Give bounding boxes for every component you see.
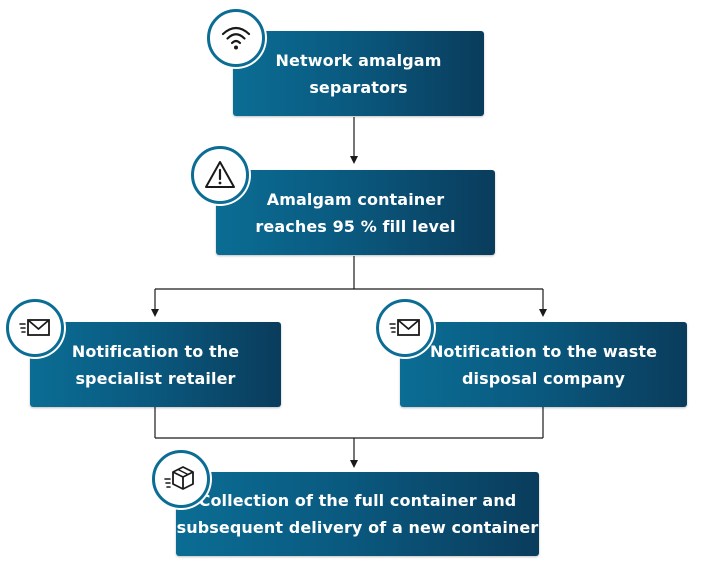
email-send-icon	[19, 319, 50, 336]
warning-triangle-icon	[205, 161, 235, 188]
badge-collection	[152, 450, 210, 508]
wifi-icon	[221, 26, 251, 50]
node-notify-waste-disposal: Notification to the waste disposal compa…	[400, 322, 687, 407]
email-send-icon	[389, 319, 420, 336]
node-retailer-label: Notification to the specialist retailer	[71, 341, 240, 388]
node-collection-delivery: Collection of the full container and sub…	[176, 472, 539, 556]
package-delivery-icon	[164, 466, 194, 490]
node-network-amalgam-separators: Network amalgam separators	[233, 31, 484, 116]
node-notify-retailer: Notification to the specialist retailer	[30, 322, 281, 407]
badge-waste	[376, 299, 434, 357]
node-collection-label: Collection of the full container and sub…	[176, 491, 539, 537]
node-fill-level: Amalgam container reaches 95 % fill leve…	[216, 170, 495, 255]
badge-retailer	[6, 299, 64, 357]
badge-fill-level	[191, 146, 249, 204]
badge-network	[207, 9, 265, 67]
node-network-label: Network amalgam separators	[275, 50, 442, 97]
node-fill-level-label: Amalgam container reaches 95 % fill leve…	[255, 189, 456, 236]
node-waste-label: Notification to the waste disposal compa…	[429, 341, 658, 388]
